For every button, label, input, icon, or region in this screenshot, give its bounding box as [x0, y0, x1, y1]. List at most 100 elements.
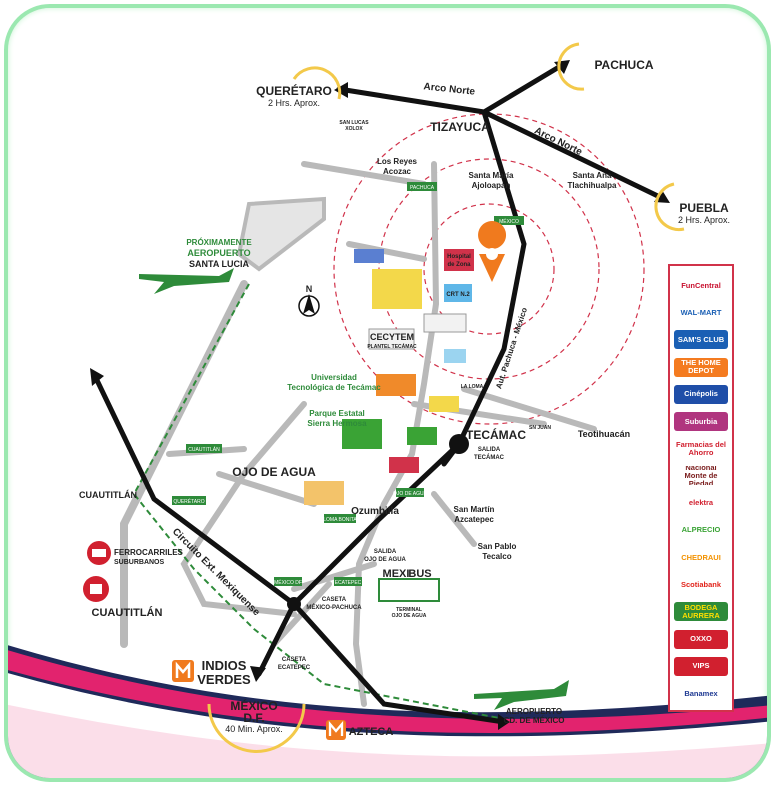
- label-sn-juan: SN JUAN: [529, 425, 551, 431]
- label-cecytem-2: PLANTEL TECÁMAC: [367, 343, 417, 350]
- label-mexico: MÉXICO: [230, 698, 277, 713]
- sign-mexico-text: MÉXICO: [499, 218, 519, 225]
- wave-white: [8, 673, 767, 778]
- brand-logo-11: Scotiabank: [674, 575, 728, 595]
- label-ferro-1: FERROCARRILES: [114, 548, 184, 557]
- sign-queretaro-text: QUERÉTARO: [173, 498, 204, 505]
- sign-loma: [324, 514, 356, 523]
- sign-ojo-text: OJO DE AGUA: [393, 491, 428, 497]
- label-san-pablo-2: Tecalco: [482, 552, 511, 561]
- label-aeropuerto-sl-1: PRÓXIMAMENTE: [186, 238, 252, 247]
- label-aeropuerto-sl-3: SANTA LUCIA: [189, 259, 249, 269]
- label-aeropuerto-sl-2: AEROPUERTO: [187, 248, 250, 258]
- sign-pachuca: [407, 182, 437, 191]
- green-building: [407, 427, 437, 445]
- label-tizayuca: TIZAYUCA: [430, 120, 490, 134]
- label-parque-1: Parque Estatal: [309, 409, 365, 418]
- label-santa-maria-1: Santa María: [469, 171, 514, 180]
- utt-building: [376, 374, 416, 396]
- label-mexico-time: 40 Min. Aprox.: [225, 724, 283, 734]
- brand-logo-9: ALPRECIO: [674, 520, 728, 540]
- label-santa-ana-1: Santa Ana: [573, 171, 612, 180]
- label-santa-ana-2: Tlachihualpa: [568, 181, 617, 190]
- label-san-martin-2: Azcatepec: [454, 515, 494, 524]
- map-frame: PACHUCA MÉXICO CUAUTITLÁN QUERÉTARO MÉXI…: [4, 4, 771, 782]
- brand-logo-4: Cinépolis: [674, 384, 728, 404]
- label-indios-1: INDIOS: [202, 658, 247, 673]
- label-parque-2: Sierra Hermosa: [307, 419, 367, 428]
- wave-pink: [8, 650, 767, 734]
- label-tecamac: TECÁMAC: [466, 427, 526, 442]
- centro-abastos-building: [423, 313, 467, 333]
- brand-logo-10: CHEDRAUI: [674, 548, 728, 567]
- label-los-reyes-1: Los Reyes: [377, 157, 418, 166]
- brand-logo-14: VIPS: [674, 656, 728, 676]
- brand-logo-12: BODEGA AURRERA: [674, 602, 728, 622]
- label-aeropuerto-cdmx-2: CD. DE MÉXICO: [504, 716, 565, 725]
- arrow-cuautitlan-icon: [90, 368, 104, 386]
- school-building: [429, 396, 459, 412]
- label-pachuca: PACHUCA: [594, 58, 653, 72]
- brand-logo-8: elektra: [674, 493, 728, 513]
- hospital-building: [444, 249, 474, 271]
- sign-loma-text: LOMA BONITA: [323, 517, 357, 523]
- label-arco-norte-1: Arco Norte: [423, 81, 476, 97]
- exit-markers: [287, 434, 469, 611]
- label-queretaro-time: 2 Hrs. Aprox.: [268, 98, 320, 108]
- metro-azteca-logo: [326, 720, 346, 740]
- label-la-loma: LA LOMA: [461, 384, 484, 390]
- label-caseta-mp-2: MÉXICO-PACHUCA: [306, 603, 362, 611]
- north-arrow-icon: [298, 294, 320, 317]
- brand-logo-0: FunCentral: [674, 276, 728, 295]
- label-hospital-2: de Zona: [447, 262, 471, 268]
- label-azteca: AZTECA: [349, 726, 394, 738]
- label-ozumbilla: Ozumbilla: [351, 506, 399, 517]
- label-indios-2: VERDES: [197, 672, 251, 687]
- sign-ecatepec-text: ECATEPEC: [335, 580, 362, 586]
- label-universidad-1: Universidad: [311, 373, 357, 382]
- sign-cuautitlan-text: CUAUTITLÁN: [188, 446, 220, 453]
- label-queretaro: QUERÉTARO: [256, 83, 332, 98]
- label-salida-ojo-1: SALIDA: [374, 549, 397, 555]
- brand-logo-5: Suburbia: [674, 412, 728, 431]
- label-aeropuerto-cdmx-1: AEROPUERTO: [506, 707, 562, 716]
- landmark-buildings: [304, 249, 474, 602]
- label-cuautitlan: CUAUTITLÁN: [79, 490, 137, 500]
- label-salida-ojo-2: OJO DE AGUA: [364, 557, 406, 563]
- sign-mexico2: [274, 577, 302, 586]
- label-salida-tecamac-2: TECÁMAC: [474, 454, 505, 461]
- mexibus-bus: [378, 578, 440, 602]
- label-ferro-2: SUBURBANOS: [114, 559, 165, 566]
- map-canvas: PACHUCA MÉXICO CUAUTITLÁN QUERÉTARO MÉXI…: [8, 42, 767, 778]
- imss-building: [372, 269, 422, 309]
- label-caseta-ec-1: CASETA: [282, 657, 307, 663]
- market-building: [444, 349, 466, 363]
- label-ojo-de-agua: OJO DE AGUA: [232, 465, 316, 479]
- road-signs: PACHUCA MÉXICO CUAUTITLÁN QUERÉTARO MÉXI…: [172, 182, 524, 586]
- cuautitlan-station-logo: [83, 576, 109, 602]
- parque-building: [342, 419, 382, 449]
- label-hospital-1: Hospital: [447, 254, 471, 260]
- brand-logo-7: Nacional Monte de Piedad: [674, 466, 728, 486]
- label-terminal-1: TERMINAL: [396, 607, 422, 613]
- church-building: [304, 481, 344, 505]
- metro-indios-logo: [172, 660, 194, 682]
- label-caseta-ec-2: ECATEPEC: [278, 665, 311, 671]
- label-crt: CRT N.2: [446, 292, 470, 298]
- label-puebla: PUEBLA: [679, 201, 729, 215]
- label-caseta-mp-1: CASETA: [322, 597, 347, 603]
- label-universidad-2: Tecnológica de Tecámac: [287, 383, 381, 392]
- brand-logo-3: THE HOME DEPOT: [674, 357, 728, 377]
- label-terminal-2: OJO DE AGUA: [392, 613, 427, 619]
- label-san-lucas-1: SAN LUCAS: [339, 120, 369, 126]
- sign-ecatepec: [334, 577, 362, 586]
- sign-mexico: [494, 216, 524, 225]
- north-label: N: [306, 284, 313, 294]
- label-cecytem-1: CECYTEM: [370, 332, 414, 342]
- label-teotihuacan: Teotihuacán: [578, 429, 630, 439]
- shop-building: [389, 457, 419, 473]
- brand-logo-13: OXXO: [674, 629, 728, 649]
- sign-cuautitlan: [186, 444, 222, 453]
- label-san-lucas-2: XOLOX: [345, 126, 363, 132]
